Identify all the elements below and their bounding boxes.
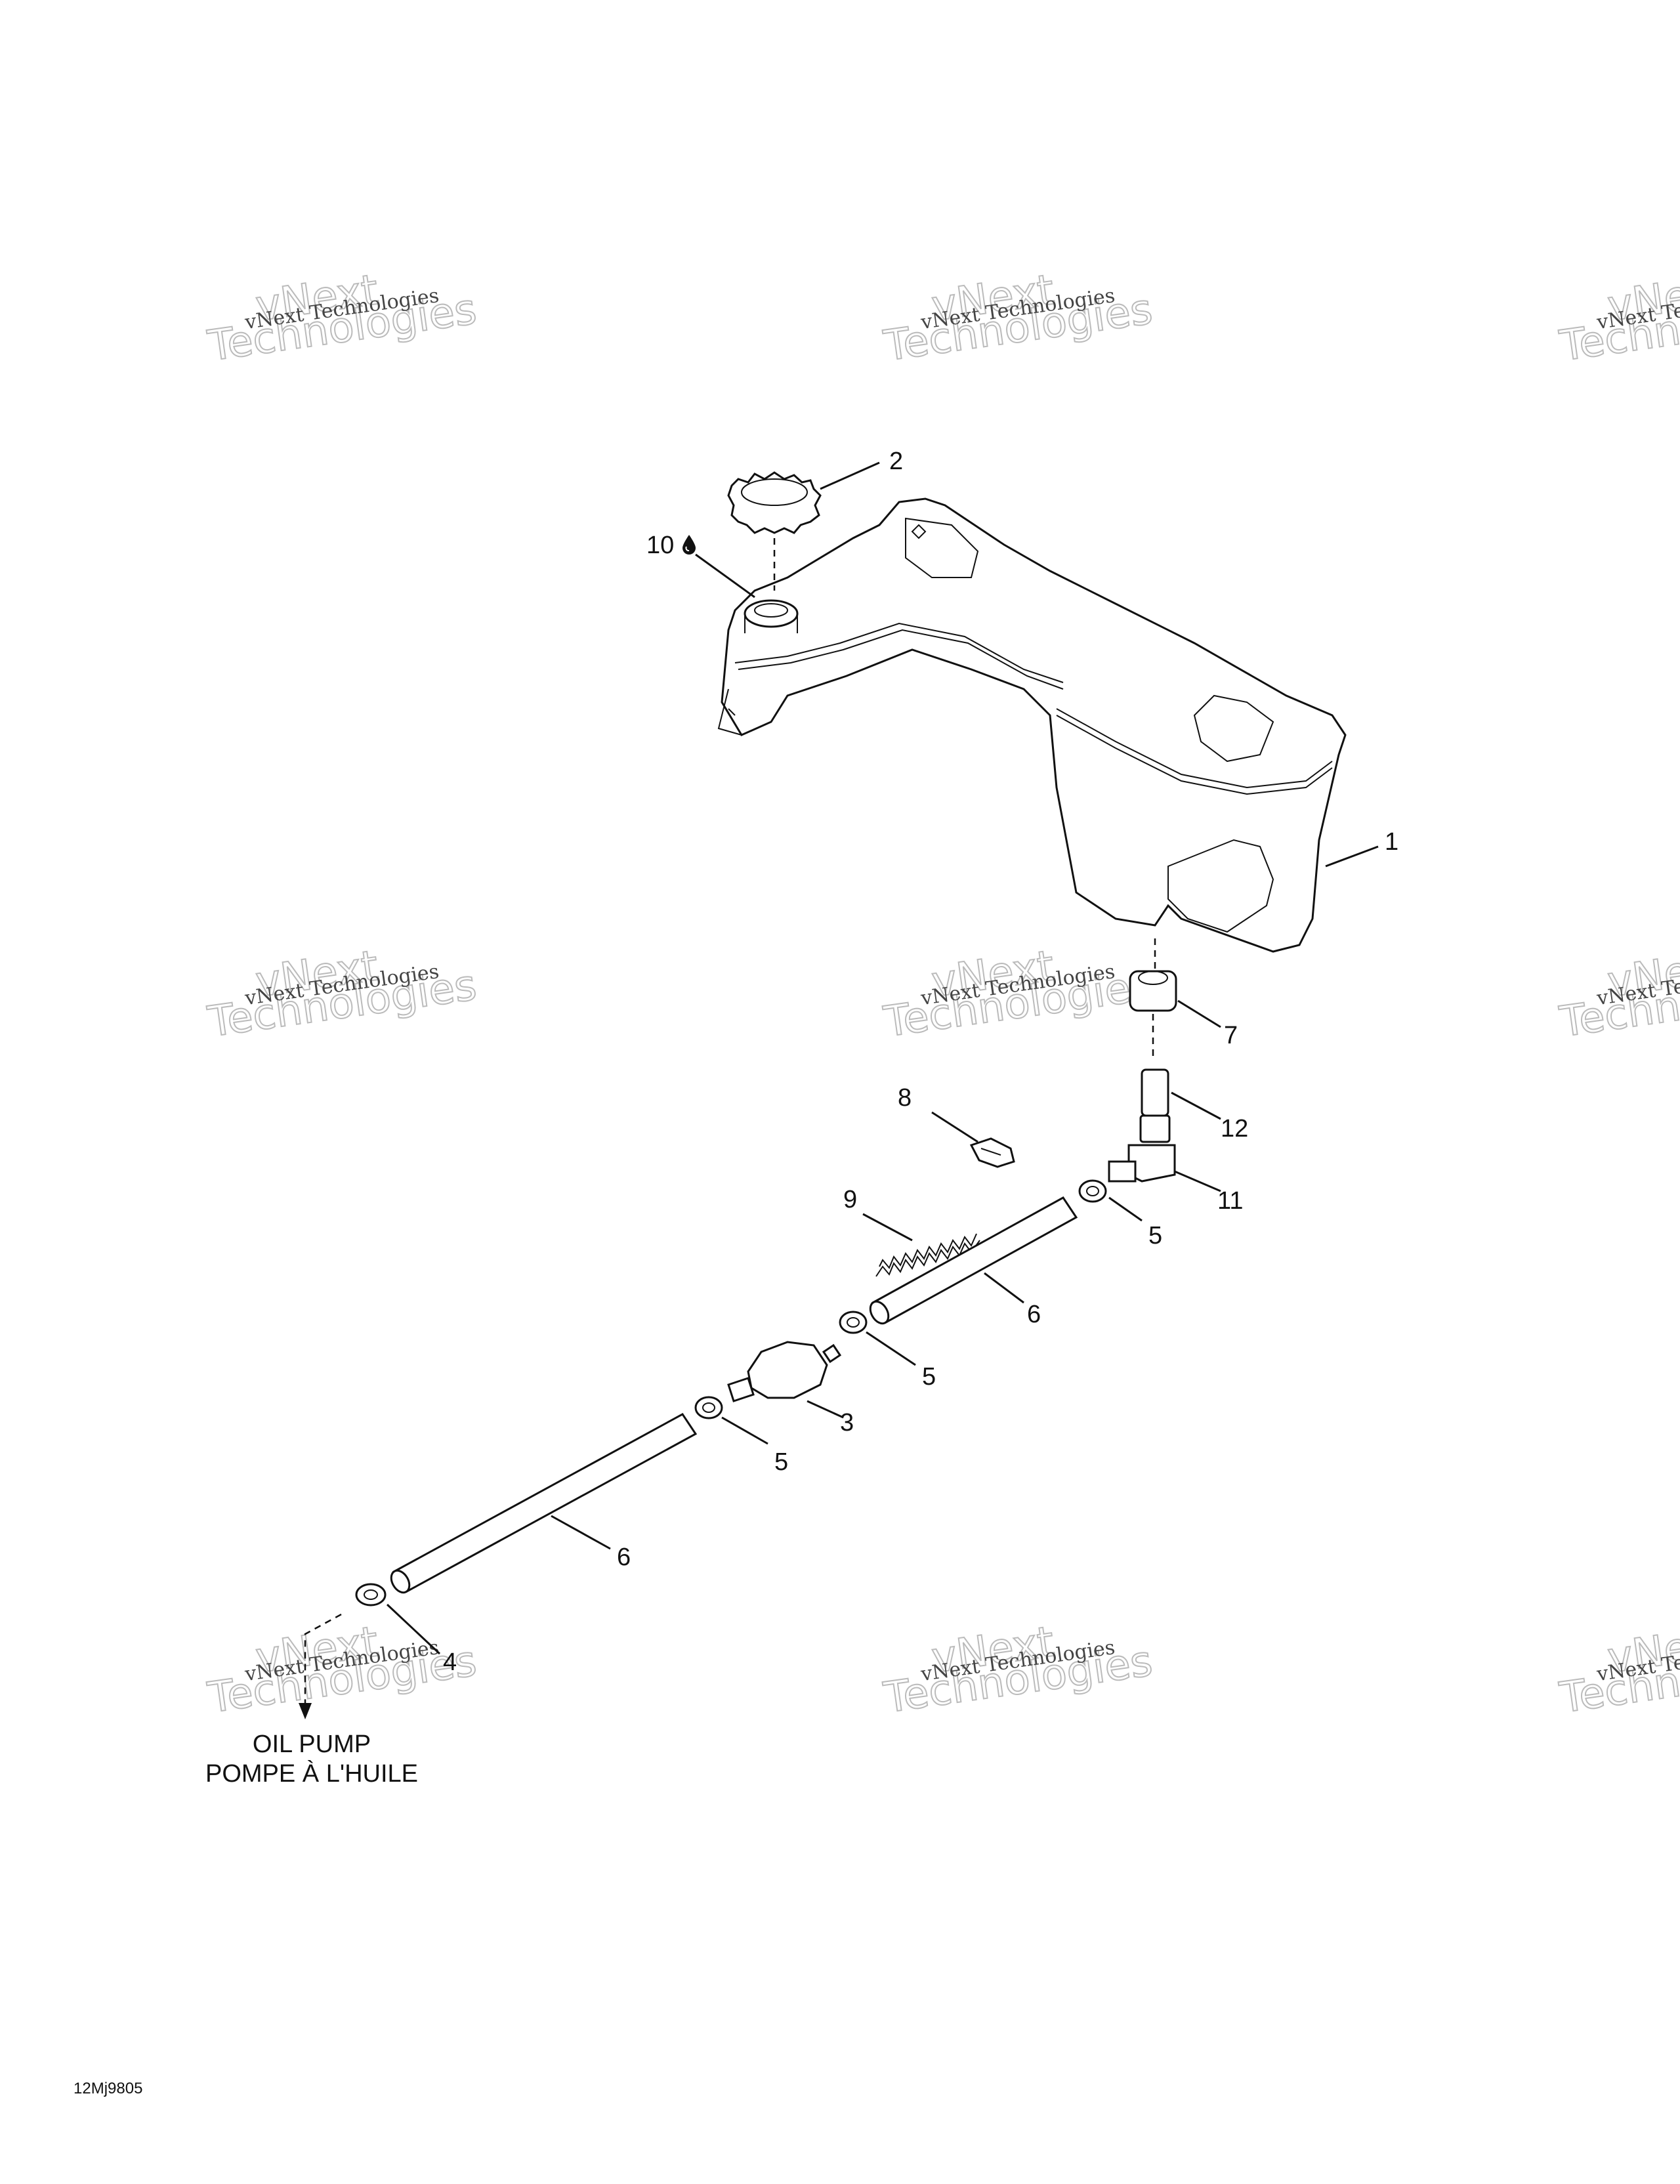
watermark: Technologies vNext vNext Technologies [204,1617,480,1723]
watermark: Technologies vNext vNext Technologies [1556,1617,1680,1723]
reservoir-cap [727,471,822,591]
oil-filter [727,1341,842,1402]
hose-clip [969,1137,1015,1168]
callout-6b: 6 [617,1544,631,1571]
oil-drop-icon [682,535,696,555]
callout-9: 9 [843,1186,857,1213]
outlet-grommet [1129,970,1177,1057]
callout-1: 1 [1385,828,1398,856]
callout-4: 4 [443,1648,457,1676]
flow-arrow [299,1613,342,1719]
diagram-reference-code: 12Mj9805 [74,2080,142,2097]
callouts: 1 2 3 4 5 5 5 6 6 7 8 9 10 11 12 [443,448,1398,1676]
watermark: Technologies vNext vNext Technologies [1556,941,1680,1047]
watermark: Technologies vNext vNext Technologies [880,265,1156,371]
callout-7: 7 [1224,1022,1238,1049]
filler-neck [744,599,799,633]
watermark-group: Technologies vNext vNext Technologies Te… [204,265,1680,1723]
watermark: Technologies vNext vNext Technologies [204,265,480,371]
callout-10: 10 [646,532,674,559]
callout-5b: 5 [922,1363,936,1391]
watermark: Technologies vNext vNext Technologies [880,941,1156,1047]
watermark: Technologies vNext vNext Technologies [1556,265,1680,371]
callout-5c: 5 [774,1448,788,1476]
callout-2: 2 [889,448,903,475]
watermark: Technologies vNext vNext Technologies [880,1617,1156,1723]
oil-reservoir [717,497,1347,971]
svg-text:POMPE À L'HUILE: POMPE À L'HUILE [205,1759,418,1788]
svg-text:OIL PUMP: OIL PUMP [253,1731,371,1758]
leader-lines [386,461,1379,1655]
callout-3: 3 [840,1409,854,1437]
pump-hose-clamp [355,1583,387,1606]
elbow-fitting [1108,1144,1176,1183]
hose-clamp [1078,1179,1107,1203]
oil-pump-label: OIL PUMP POMPE À L'HUILE [205,1731,418,1788]
callout-6a: 6 [1027,1301,1041,1328]
callout-8: 8 [898,1084,912,1112]
callout-11: 11 [1217,1187,1243,1215]
oil-hose-upper [869,1196,1078,1325]
hose-clamp [694,1396,723,1419]
callout-12: 12 [1221,1115,1248,1143]
hose-clamp [839,1311,868,1334]
watermark: Technologies vNext vNext Technologies [204,941,480,1047]
callout-5a: 5 [1148,1222,1162,1250]
outlet-fitting [1139,1068,1171,1143]
oil-hose-lower [390,1413,698,1594]
